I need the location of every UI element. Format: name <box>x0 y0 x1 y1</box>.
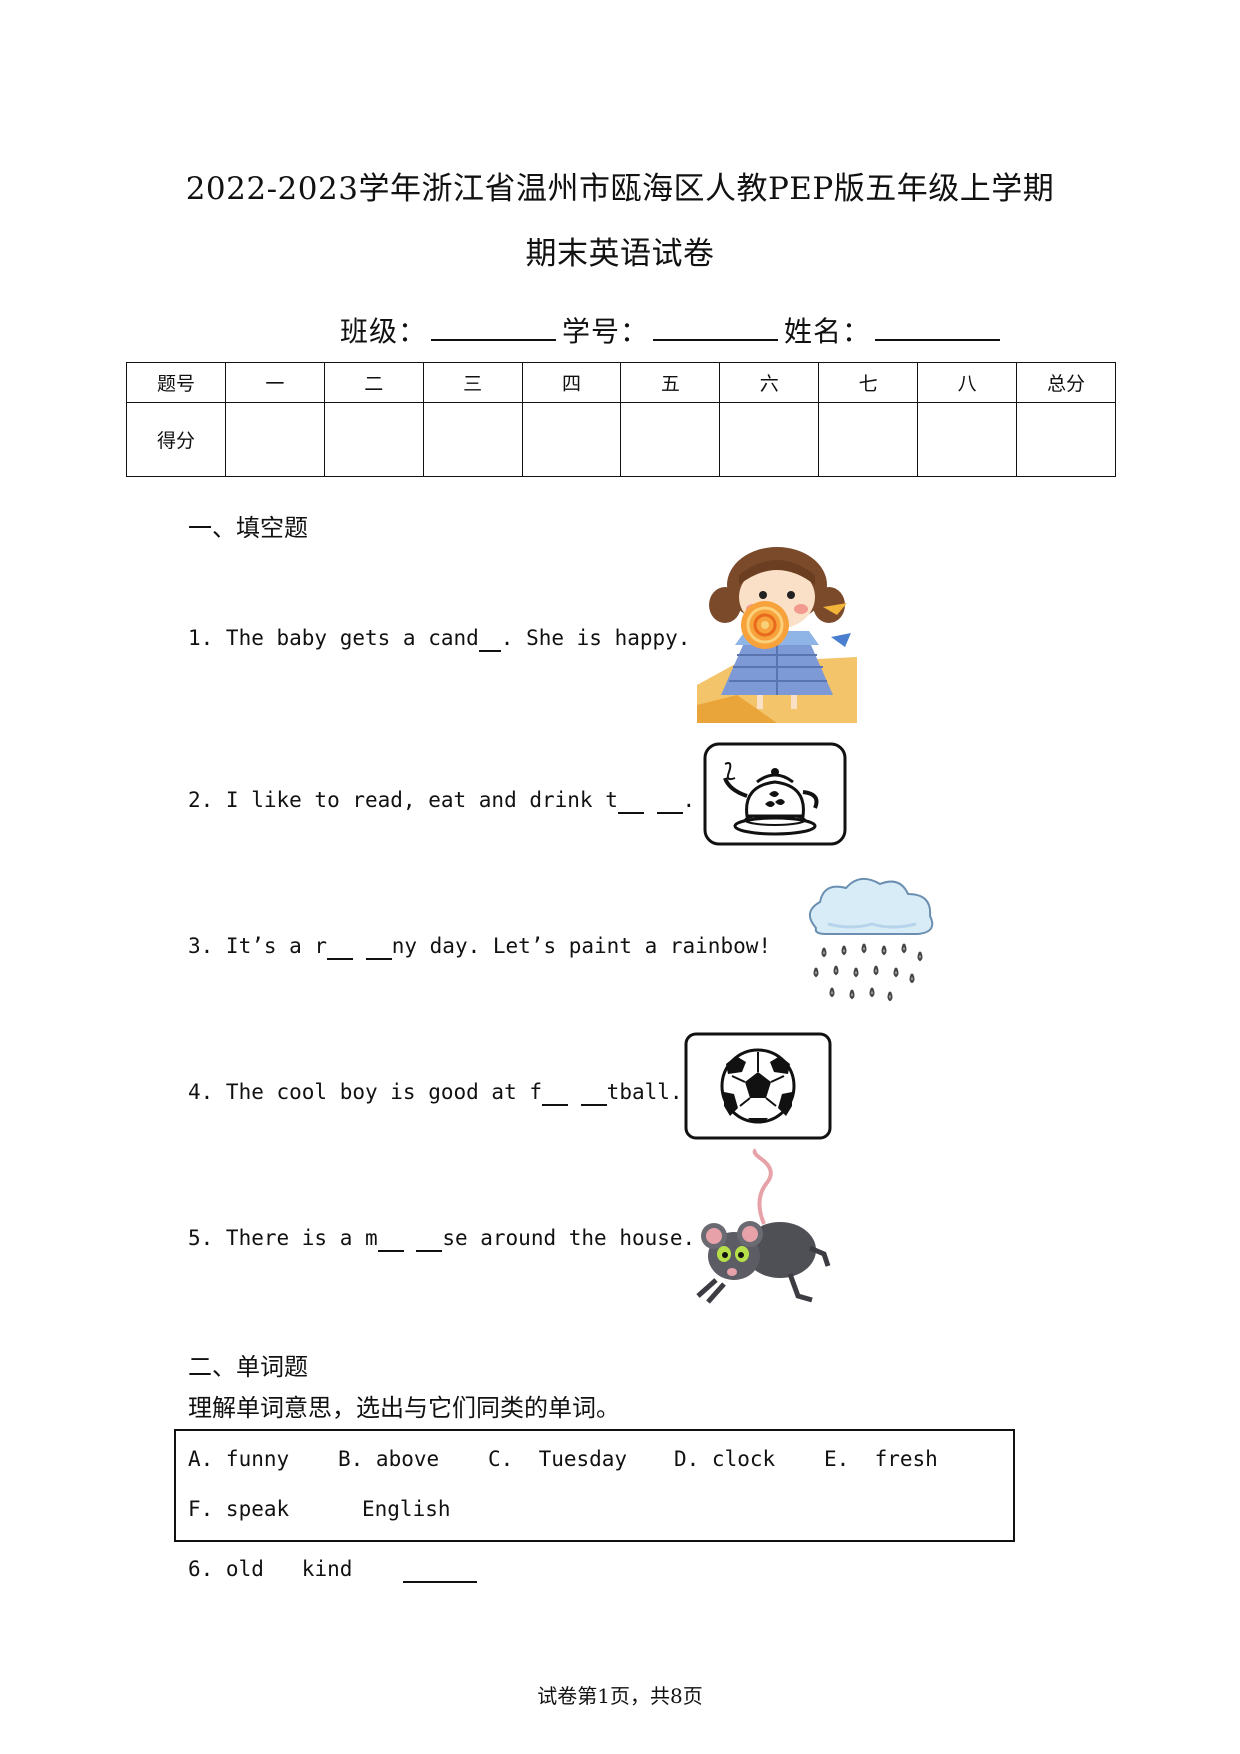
score-table-score-row: 得分 <box>126 402 1116 477</box>
question-text: tball. <box>606 1080 683 1104</box>
option-d: D. clock <box>674 1447 776 1471</box>
score-cell[interactable] <box>1016 402 1116 477</box>
question-number: 6. old <box>188 1557 264 1581</box>
question-text: 4. The cool boy is good at f <box>188 1080 543 1104</box>
score-table-header-row: 题号 一 二 三 四 五 六 七 八 总分 <box>126 362 1116 403</box>
question-text: 2. I like to read, eat and drink t <box>188 788 618 812</box>
rain-cloud-icon <box>809 877 934 1002</box>
answer-blank[interactable] <box>542 1080 569 1106</box>
answer-blank[interactable] <box>478 626 501 652</box>
score-header-cell: 题号 <box>126 362 226 403</box>
question-text: . <box>682 788 696 812</box>
option-f: F. speak <box>188 1497 290 1521</box>
score-table: 题号 一 二 三 四 五 六 七 八 总分 得分 <box>126 362 1116 477</box>
mouse-icon <box>696 1148 831 1304</box>
section1-heading: 一、填空题 <box>188 514 308 542</box>
question-2: 2. I like to read, eat and drink t . <box>188 788 695 814</box>
class-label: 班级： <box>340 315 428 348</box>
score-header-cell: 七 <box>818 362 919 403</box>
option-english: English <box>362 1497 451 1521</box>
question-6: 6. old kind <box>188 1557 477 1583</box>
score-cell[interactable] <box>719 402 820 477</box>
score-cell[interactable] <box>917 402 1018 477</box>
score-cell[interactable] <box>620 402 721 477</box>
girl-with-lollipop-icon <box>697 547 857 723</box>
score-header-cell: 总分 <box>1016 362 1116 403</box>
exam-title-line2: 期末英语试卷 <box>525 236 715 272</box>
question-5: 5. There is a m se around the house. <box>188 1226 695 1252</box>
score-header-cell: 八 <box>917 362 1018 403</box>
score-cell[interactable] <box>818 402 919 477</box>
score-cell[interactable] <box>323 402 424 477</box>
score-cell[interactable] <box>422 402 523 477</box>
section2-instruction: 理解单词意思，选出与它们同类的单词。 <box>188 1394 620 1422</box>
word-options-box: A. funny B. above C. Tuesday D. clock E.… <box>174 1429 1015 1542</box>
score-header-cell: 六 <box>719 362 820 403</box>
class-field[interactable] <box>431 313 557 341</box>
question-text: se around the house. <box>442 1226 696 1250</box>
name-label: 姓名： <box>784 315 872 348</box>
question-text: 1. The baby gets a cand <box>188 626 479 650</box>
question-text: ny day. Let’s paint a rainbow! <box>391 934 772 958</box>
section2-heading: 二、单词题 <box>188 1353 308 1381</box>
teapot-icon <box>703 742 847 846</box>
question-text: . She is happy. <box>500 626 691 650</box>
student-info: 班级： 学号： 姓名： <box>340 310 1006 350</box>
name-field[interactable] <box>875 313 1001 341</box>
answer-blank[interactable] <box>656 788 683 814</box>
question-word: kind <box>301 1557 353 1581</box>
answer-blank[interactable] <box>377 1226 404 1252</box>
answer-blank[interactable] <box>617 788 644 814</box>
score-cell[interactable] <box>521 402 622 477</box>
answer-blank[interactable] <box>402 1557 477 1583</box>
option-b: B. above <box>338 1447 440 1471</box>
question-text: 3. It’s a r <box>188 934 328 958</box>
question-3: 3. It’s a r ny day. Let’s paint a rainbo… <box>188 934 771 960</box>
score-cell[interactable] <box>224 402 325 477</box>
number-label: 学号： <box>562 315 650 348</box>
option-c: C. Tuesday <box>488 1447 628 1471</box>
score-header-cell: 三 <box>422 362 523 403</box>
soccer-ball-icon <box>684 1032 832 1140</box>
answer-blank[interactable] <box>416 1226 443 1252</box>
option-a: A. funny <box>188 1447 290 1471</box>
page-footer: 试卷第1页，共8页 <box>537 1684 703 1708</box>
number-field[interactable] <box>653 313 779 341</box>
score-row-label: 得分 <box>126 402 226 477</box>
answer-blank[interactable] <box>327 934 354 960</box>
score-header-cell: 四 <box>521 362 622 403</box>
score-header-cell: 五 <box>620 362 721 403</box>
question-1: 1. The baby gets a cand . She is happy. <box>188 626 690 652</box>
answer-blank[interactable] <box>580 1080 607 1106</box>
score-header-cell: 一 <box>224 362 325 403</box>
exam-title-line1: 2022-2023学年浙江省温州市瓯海区人教PEP版五年级上学期 <box>185 171 1055 207</box>
option-e: E. fresh <box>824 1447 938 1471</box>
question-text: 5. There is a m <box>188 1226 378 1250</box>
score-header-cell: 二 <box>323 362 424 403</box>
question-4: 4. The cool boy is good at f tball. <box>188 1080 683 1106</box>
answer-blank[interactable] <box>365 934 392 960</box>
